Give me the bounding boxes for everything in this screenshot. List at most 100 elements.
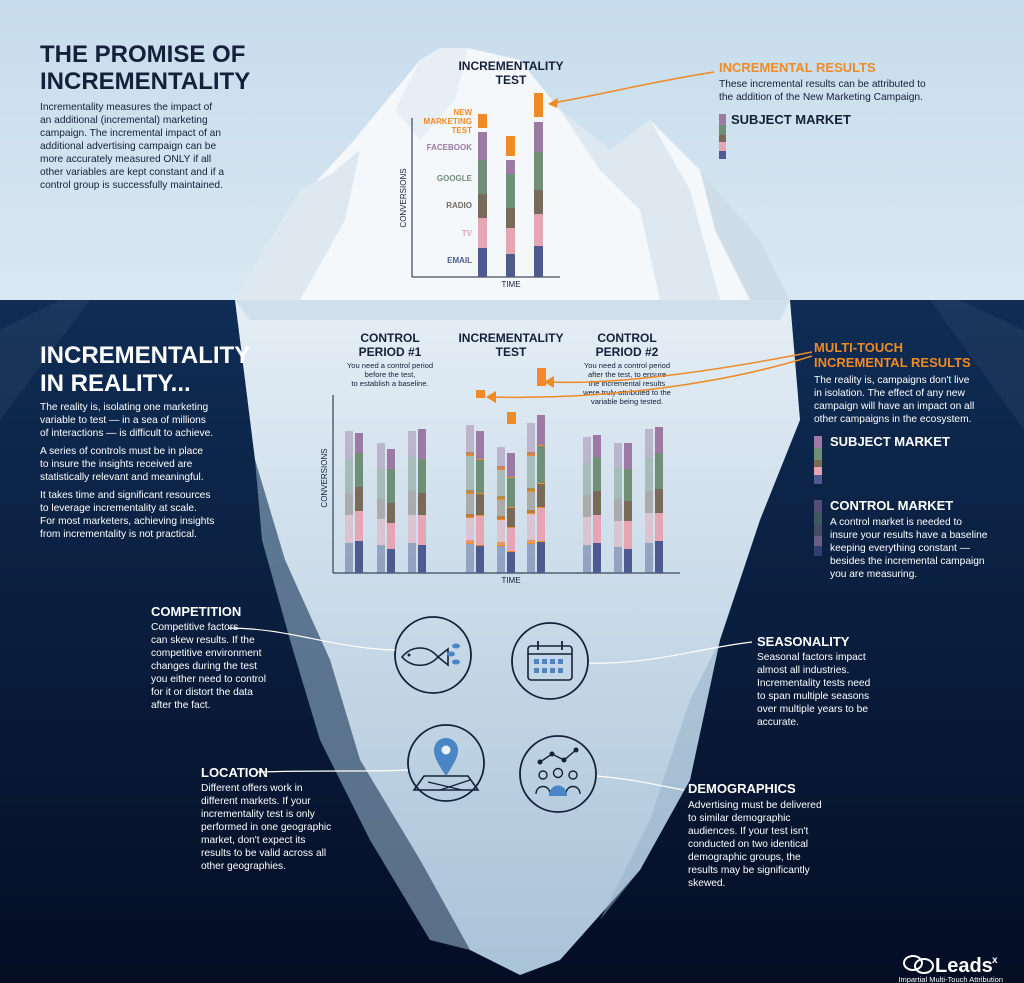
reality-chart-ylabel: CONVERSIONS: [320, 448, 329, 507]
reality-p2-2: statistically relevant and meaningful.: [40, 472, 204, 483]
reality-bar: [408, 431, 416, 573]
map-pin-icon: [407, 724, 485, 802]
competition-body-1: can skew results. If the: [151, 635, 255, 646]
promise-body-1: an additional (incremental) marketing: [40, 115, 208, 126]
reality-bar-segment: [497, 519, 505, 545]
promise-title-line1: THE PROMISE OF: [40, 41, 245, 68]
reality-bar-segment: [527, 543, 535, 573]
competition-connector: [227, 627, 396, 651]
seasonality-body-1: almost all industries.: [757, 665, 849, 676]
reality-bar-increment: [466, 514, 474, 518]
reality-bar-segment: [418, 429, 426, 459]
leads-logo-x: x: [992, 955, 998, 966]
reality-bar-segment: [507, 551, 515, 573]
reality-bar-segment: [614, 499, 622, 521]
legend-new: NEW: [453, 108, 472, 117]
competition-body-0: Competitive factors: [151, 622, 238, 633]
reality-bar-increment: [497, 496, 505, 500]
reality-bar-segment: [645, 491, 653, 513]
control1-desc-1: before the test,: [365, 370, 416, 379]
demographics-body-5: results may be significantly: [688, 865, 811, 876]
multitouch-arrowhead-2: [486, 391, 496, 403]
reality-bar-segment: [593, 457, 601, 491]
seasonality-body-3: to span multiple seasons: [757, 691, 869, 702]
control2-desc-4: variable being tested.: [591, 397, 663, 406]
demographics-body-1: to similar demographic: [688, 813, 790, 824]
reality-bar: [593, 435, 601, 573]
reality-bar-segment: [655, 427, 663, 453]
reality-bar-segment: [387, 503, 395, 523]
demographics-body-3: conducted on two identical: [688, 839, 808, 850]
reality-bar: [377, 443, 385, 573]
reality-bar-increment: [527, 510, 535, 514]
control-market-body-0: A control market is needed to: [830, 517, 962, 528]
reality-bar-segment: [497, 499, 505, 519]
competition-body-4: you either need to control: [151, 674, 266, 685]
incremental-body-1: the addition of the New Marketing Campai…: [719, 92, 923, 103]
location-title: LOCATION: [201, 765, 268, 780]
multitouch-arrowhead-1: [544, 376, 554, 388]
reality-bar-segment: [355, 541, 363, 573]
reality-bar-segment: [387, 469, 395, 503]
reality-bar-segment: [355, 487, 363, 511]
reality-bar-segment: [614, 547, 622, 573]
reality-bar-segment: [655, 541, 663, 573]
seasonality-connector: [588, 641, 753, 664]
reality-bar-segment: [387, 549, 395, 573]
reality-bar-segment: [537, 541, 545, 573]
multitouch-arrow-1: [547, 351, 813, 384]
reality-bar-segment: [377, 519, 385, 545]
promise-body-3: additional advertising campaign can be: [40, 141, 216, 152]
legend-test: TEST: [452, 126, 473, 135]
test-chart-title-line2: TEST: [496, 73, 527, 87]
reality-bar-segment: [345, 459, 353, 493]
control-market-body-1: insure your results have a baseline: [830, 530, 988, 541]
location-body-6: other geographies.: [201, 861, 286, 872]
reality-bar-segment: [377, 443, 385, 469]
calendar-icon: [511, 622, 589, 700]
reality-bar-segment: [507, 453, 515, 477]
reality-bar-segment: [345, 515, 353, 543]
reality-bar-segment: [593, 515, 601, 543]
reality-bar: [387, 449, 395, 573]
reality-bar-segment: [593, 435, 601, 457]
reality-bar-segment: [645, 543, 653, 573]
reality-bar-segment: [418, 515, 426, 545]
reality-bar-segment: [418, 493, 426, 515]
control1-title-line1: CONTROL: [360, 331, 419, 345]
reality-bar: [418, 429, 426, 573]
competition-body-5: for it or distort the data: [151, 687, 253, 698]
demographics-body-6: skewed.: [688, 878, 725, 889]
reality-title-line2: IN REALITY...: [40, 370, 191, 397]
reality-bar-increment: [466, 452, 474, 456]
reality-bar-segment: [466, 493, 474, 517]
reality-bar-segment: [387, 449, 395, 469]
reality-bar-segment: [583, 463, 591, 495]
reality-bar: [507, 453, 515, 573]
reality-title-line1: INCREMENTALITY: [40, 342, 250, 369]
leads-logo[interactable]: Leads x Impartial Multi-Touch Attributio…: [898, 955, 1003, 983]
reality-bar-segment: [507, 507, 515, 527]
seasonality-title: SEASONALITY: [757, 634, 850, 649]
reality-bar: [527, 423, 535, 573]
reality-bar-increment: [497, 516, 505, 520]
reality-bar-segment: [527, 491, 535, 513]
reality-bar-segment: [408, 431, 416, 457]
control-market-body-2: keeping everything constant —: [830, 543, 971, 554]
reality-bar-segment: [377, 469, 385, 499]
reality-bar: [655, 427, 663, 573]
promise-body-5: other variables are kept constant and if…: [40, 167, 224, 178]
reality-bar: [537, 415, 545, 573]
reality-bar-segment: [355, 511, 363, 541]
reality-bar-segment: [476, 545, 484, 573]
reality-bar-segment: [476, 431, 484, 459]
reality-p3-0: It takes time and significant resources: [40, 490, 210, 501]
reality-bar-segment: [624, 549, 632, 573]
test-chart-xlabel: TIME: [501, 280, 520, 289]
reality-bar-segment: [624, 469, 632, 501]
demographics-body-4: demographic groups, the: [688, 852, 801, 863]
reality-bar-segment: [476, 459, 484, 493]
legend-email: EMAIL: [447, 256, 472, 265]
light-streak-left: [0, 300, 90, 420]
